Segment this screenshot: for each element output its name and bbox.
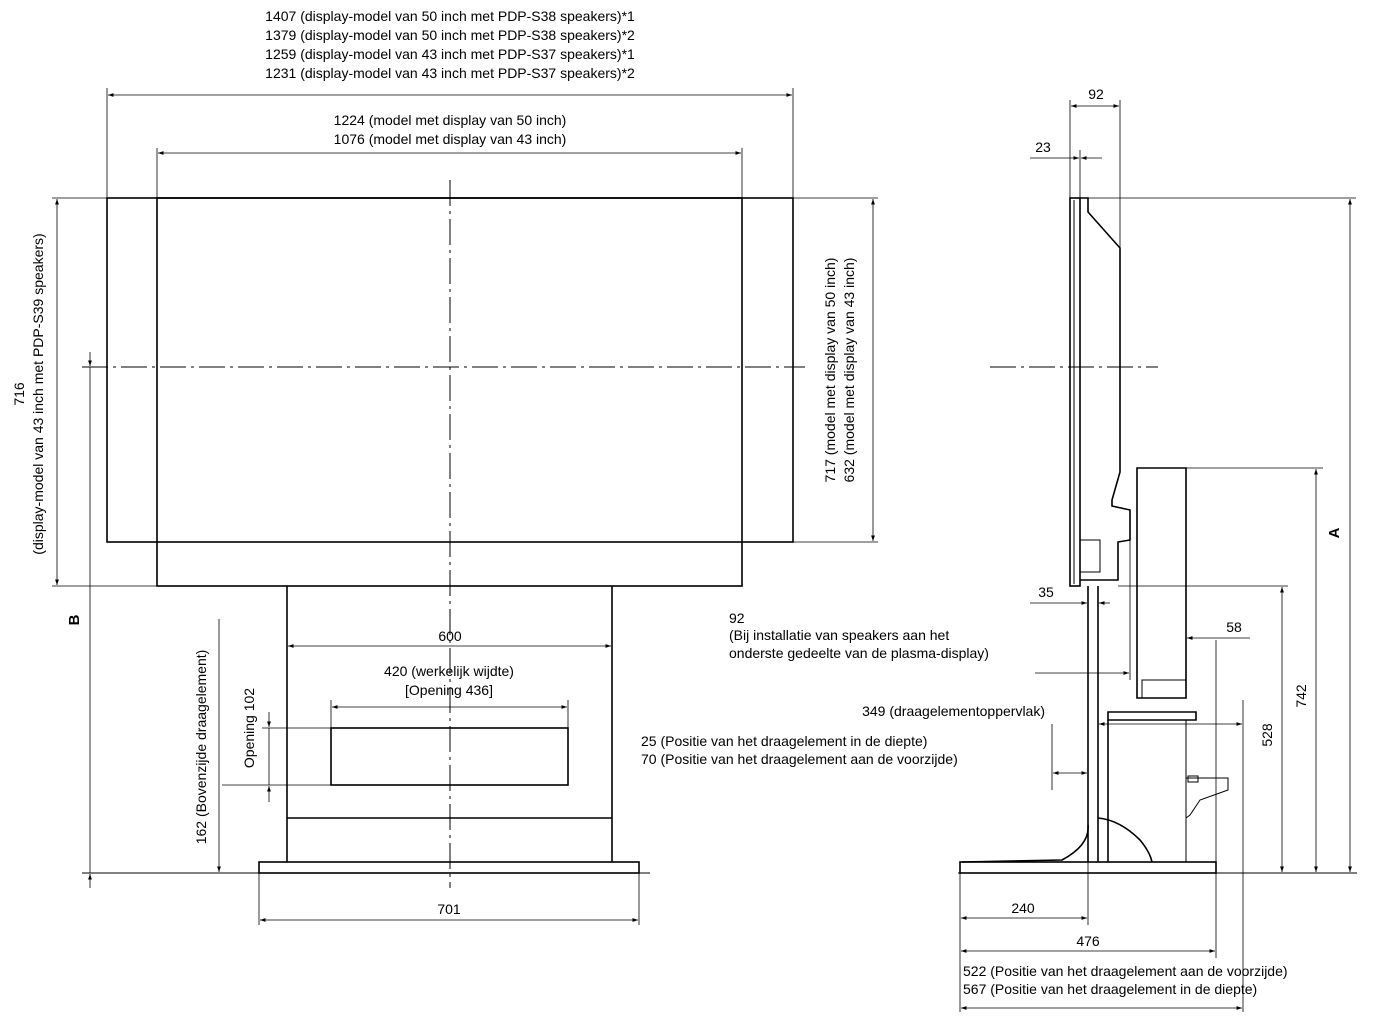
side-display-back bbox=[1080, 197, 1131, 581]
opening-height-102: Opening 102 bbox=[241, 688, 257, 768]
side-speaker-column bbox=[1136, 467, 1187, 699]
right-height-717: 717 (model met display van 50 inch) bbox=[822, 258, 838, 483]
width-label-1224: 1224 (model met display van 50 inch) bbox=[334, 112, 567, 128]
stand-width-600: 600 bbox=[438, 628, 462, 644]
support-surface-349: 349 (draagelementoppervlak) bbox=[862, 703, 1045, 719]
side-dim-240: 240 bbox=[1011, 900, 1035, 916]
opening-width-420: 420 (werkelijk wijdte) bbox=[384, 663, 514, 679]
side-view bbox=[958, 100, 1357, 1012]
top-label-1259: 1259 (display-model van 43 inch met PDP-… bbox=[265, 46, 635, 62]
side-dim-35: 35 bbox=[1038, 584, 1054, 600]
front-view-labels: 1407 (display-model van 50 inch met PDP-… bbox=[11, 8, 857, 917]
support-top-162: 162 (Bovenzijde draagelement) bbox=[193, 650, 209, 845]
side-dim-58: 58 bbox=[1226, 619, 1242, 635]
top-label-1379: 1379 (display-model van 50 inch met PDP-… bbox=[265, 27, 635, 43]
position-label-70: 70 (Positie van het draagelement aan de … bbox=[641, 751, 958, 767]
left-height-716: 716 bbox=[11, 382, 27, 406]
side-view-labels: 92 23 A 35 92 (Bij installatie van speak… bbox=[641, 86, 1343, 997]
label-a: A bbox=[1326, 527, 1343, 538]
side-dim-476: 476 bbox=[1076, 933, 1100, 949]
front-view bbox=[52, 88, 878, 925]
right-height-632: 632 (model met display van 43 inch) bbox=[841, 258, 857, 483]
position-label-25: 25 (Positie van het draagelement in de d… bbox=[641, 733, 927, 749]
top-label-1407: 1407 (display-model van 50 inch met PDP-… bbox=[265, 8, 635, 24]
side-dim-742: 742 bbox=[1293, 684, 1309, 708]
side-bracket bbox=[1185, 777, 1229, 819]
speaker-note-line2: onderste gedeelte van de plasma-display) bbox=[729, 645, 989, 661]
side-foot bbox=[961, 824, 1089, 863]
side-support-element bbox=[1107, 711, 1197, 721]
side-dim-528: 528 bbox=[1259, 723, 1275, 747]
side-depth-92: 92 bbox=[1088, 86, 1104, 102]
bottom-label-522: 522 (Positie van het draagelement aan de… bbox=[963, 963, 1288, 979]
speaker-note-line1: (Bij installatie van speakers aan het bbox=[729, 627, 949, 643]
side-display-panel bbox=[1069, 197, 1081, 587]
bottom-label-567: 567 (Positie van het draagelement in de … bbox=[963, 981, 1257, 997]
side-depth-23: 23 bbox=[1035, 139, 1051, 155]
left-height-note: (display-model van 43 inch met PDP-S39 s… bbox=[30, 233, 46, 554]
base-width-701: 701 bbox=[437, 901, 461, 917]
opening-width-436: [Opening 436] bbox=[405, 682, 493, 698]
label-b: B bbox=[66, 614, 83, 625]
front-base bbox=[258, 861, 640, 874]
width-label-1076: 1076 (model met display van 43 inch) bbox=[334, 131, 567, 147]
top-label-1231: 1231 (display-model van 43 inch met PDP-… bbox=[265, 65, 635, 81]
speaker-note-92: 92 bbox=[729, 610, 745, 626]
